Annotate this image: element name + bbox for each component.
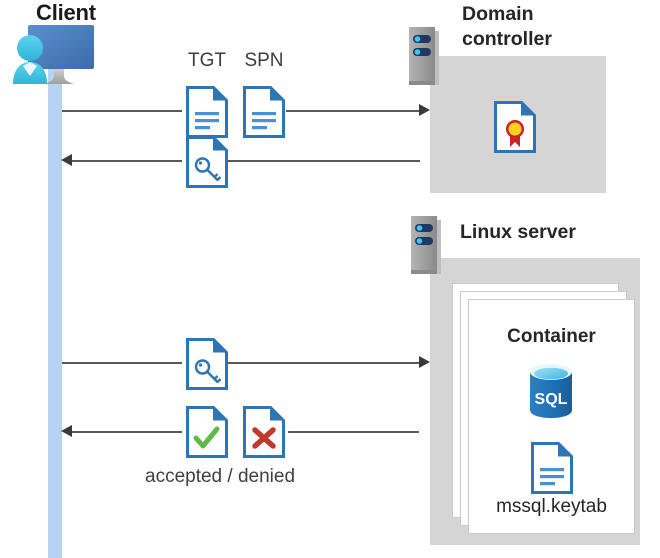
message-1-arrowhead (419, 104, 430, 116)
tgt-caption-wrap: TGT (185, 50, 229, 72)
message-4-arrowhead (61, 425, 72, 437)
message-4-line-left (72, 431, 182, 433)
message-1-line-left (62, 110, 182, 112)
keytab-document-icon (531, 442, 573, 499)
message-3-line-right (228, 362, 419, 364)
tgt-label: TGT (188, 50, 226, 71)
container-card-front: Container SQL (468, 299, 635, 534)
accepted-document-check-icon (186, 406, 228, 463)
message-3-line-left (62, 362, 182, 364)
certificate-document-icon (494, 101, 536, 158)
linux-server-title: Linux server (460, 221, 576, 243)
message-2-arrowhead (61, 154, 72, 166)
client-computer-user-icon (8, 22, 104, 94)
domain-controller-title-line1: Domain (462, 3, 534, 25)
keytab-filename-label: mssql.keytab (496, 496, 607, 517)
container-title: Container (507, 326, 596, 347)
domain-controller-server-rack-icon (409, 27, 439, 90)
domain-controller-title: Domain controller (462, 2, 642, 52)
accepted-denied-label: accepted / denied (145, 466, 296, 487)
message-2-line-left (72, 160, 182, 162)
sql-database-label: SQL (535, 391, 568, 408)
sql-database-icon: SQL (525, 362, 577, 425)
linux-server-server-rack-icon (411, 216, 441, 279)
tgt-document-icon (186, 86, 228, 143)
ticket-key-document-icon (186, 136, 228, 193)
spn-document-icon (243, 86, 285, 143)
spn-label: SPN (244, 50, 284, 71)
domain-controller-title-line2: controller (462, 28, 552, 50)
client-title: Client (36, 0, 96, 25)
denied-document-cross-icon (243, 406, 285, 463)
spn-caption-wrap: SPN (241, 50, 287, 72)
message-1-line-right (286, 110, 419, 112)
client-lifeline (48, 60, 62, 558)
request-key-document-icon (186, 338, 228, 395)
message-2-line-right (228, 160, 420, 162)
message-4-line-right (288, 431, 419, 433)
message-3-arrowhead (419, 356, 430, 368)
